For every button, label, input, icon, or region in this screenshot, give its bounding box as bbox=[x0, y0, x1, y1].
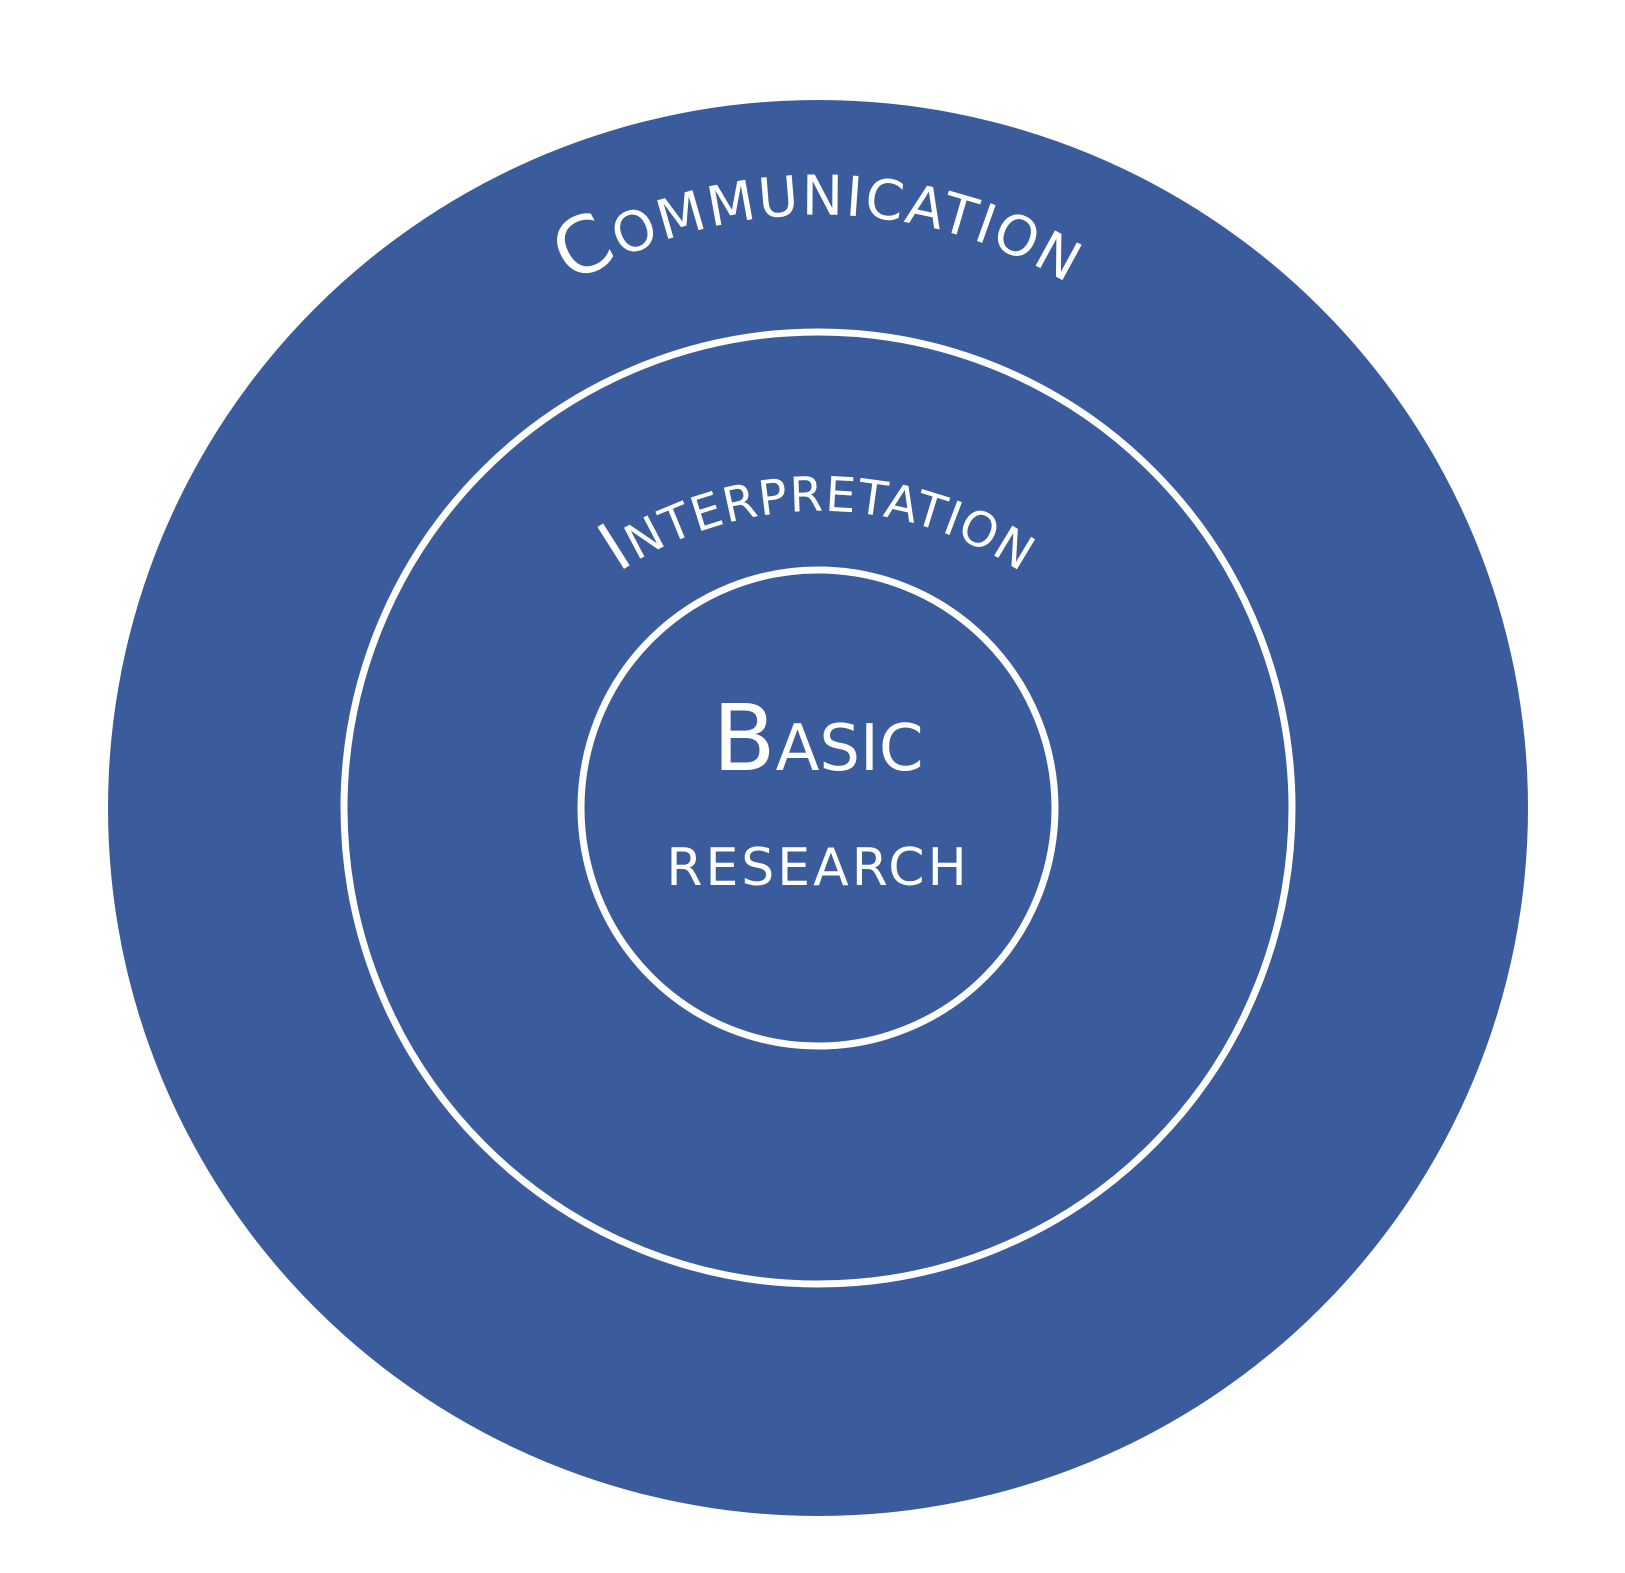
inner-ring bbox=[577, 566, 1059, 1050]
research-label: research bbox=[666, 817, 969, 903]
middle-ring bbox=[340, 328, 1296, 1288]
basic-label: Basic bbox=[712, 685, 923, 792]
outer-circle bbox=[108, 100, 1528, 1516]
